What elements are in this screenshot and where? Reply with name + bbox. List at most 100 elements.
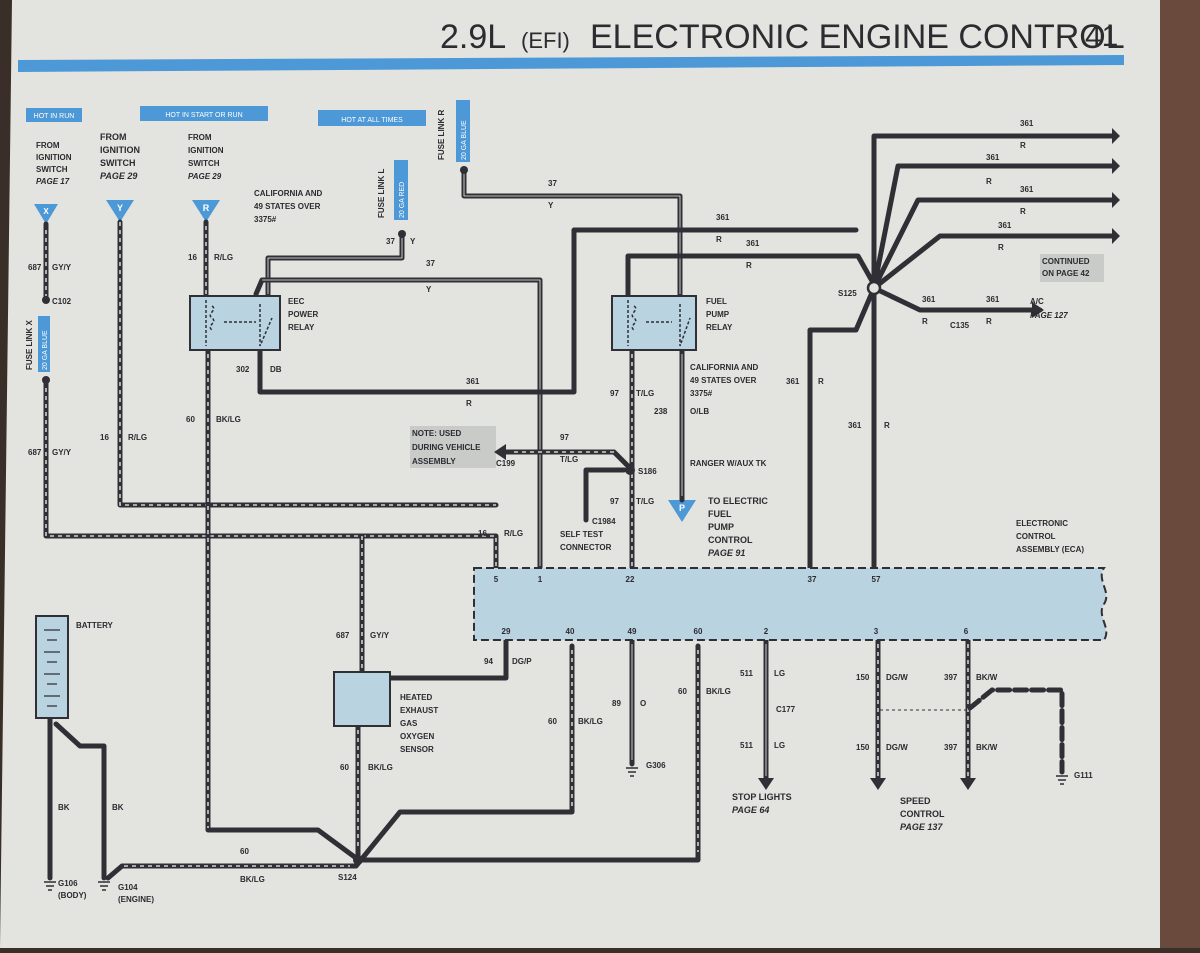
svg-text:361: 361 bbox=[922, 295, 936, 304]
svg-text:361: 361 bbox=[848, 421, 862, 430]
svg-text:OXYGEN: OXYGEN bbox=[400, 732, 434, 741]
hot-at-all-times-tag bbox=[318, 110, 426, 126]
svg-text:R: R bbox=[1020, 207, 1026, 216]
source-r-triangle bbox=[192, 200, 220, 222]
ac-page-label: PAGE 127 bbox=[1030, 311, 1068, 320]
svg-text:37: 37 bbox=[808, 575, 817, 584]
self-test-connector-label: SELF TEST CONNECTOR bbox=[560, 530, 612, 552]
svg-text:IGNITION: IGNITION bbox=[188, 146, 224, 155]
source-p-triangle bbox=[668, 500, 696, 522]
svg-text:GAS: GAS bbox=[400, 719, 418, 728]
svg-text:R/LG: R/LG bbox=[504, 529, 523, 538]
svg-text:16: 16 bbox=[100, 433, 109, 442]
svg-text:R: R bbox=[716, 235, 722, 244]
svg-text:361: 361 bbox=[1020, 185, 1034, 194]
note-used-line3: ASSEMBLY bbox=[412, 457, 456, 466]
svg-text:R: R bbox=[998, 243, 1004, 252]
svg-text:60: 60 bbox=[548, 717, 557, 726]
svg-text:R: R bbox=[884, 421, 890, 430]
svg-text:BK/LG: BK/LG bbox=[240, 875, 265, 884]
svg-text:511: 511 bbox=[740, 669, 753, 678]
svg-text:EXHAUST: EXHAUST bbox=[400, 706, 438, 715]
battery-label: BATTERY bbox=[76, 621, 114, 630]
svg-text:361: 361 bbox=[1020, 119, 1034, 128]
eca-module bbox=[473, 567, 1108, 641]
svg-text:DB: DB bbox=[270, 365, 282, 374]
svg-text:DG/W: DG/W bbox=[886, 673, 908, 682]
fuel-relay-label-1: FUEL bbox=[706, 297, 727, 306]
fuel-relay-coil bbox=[627, 300, 691, 347]
source-x-label: X bbox=[43, 207, 49, 216]
eca-label-1: ELECTRONIC bbox=[1016, 519, 1068, 528]
source-x-triangle bbox=[34, 204, 58, 224]
note-used-box bbox=[410, 426, 496, 468]
svg-text:S124: S124 bbox=[338, 873, 357, 882]
battery-cells bbox=[44, 629, 60, 707]
svg-text:R: R bbox=[1020, 141, 1026, 150]
svg-text:1: 1 bbox=[538, 575, 543, 584]
svg-text:LG: LG bbox=[774, 741, 785, 750]
svg-text:5: 5 bbox=[494, 575, 499, 584]
svg-text:361: 361 bbox=[786, 377, 800, 386]
svg-text:97: 97 bbox=[610, 497, 619, 506]
svg-text:Y: Y bbox=[426, 285, 432, 294]
eec-power-relay bbox=[189, 295, 281, 351]
svg-text:T/LG: T/LG bbox=[560, 455, 578, 464]
hot-in-run-label: HOT IN RUN bbox=[34, 113, 75, 120]
continued-note-line2: ON PAGE 42 bbox=[1042, 269, 1090, 278]
svg-text:150: 150 bbox=[856, 743, 870, 752]
svg-text:PUMP: PUMP bbox=[708, 522, 734, 532]
svg-text:16: 16 bbox=[478, 529, 487, 538]
source-y-triangle bbox=[106, 200, 134, 222]
fuse-link-l-ga-tag bbox=[394, 160, 408, 220]
fuel-pump-relay bbox=[611, 295, 697, 351]
eec-relay-coil bbox=[205, 300, 273, 347]
fuel-relay-label-2: PUMP bbox=[706, 310, 730, 319]
connector-labels: C102 C135 C177 C199 C1984 S124 S125 S186… bbox=[52, 289, 1093, 904]
to-fuel-pump-label: TO ELECTRIC FUEL PUMP CONTROL PAGE 91 bbox=[708, 496, 768, 558]
svg-text:397: 397 bbox=[944, 673, 958, 682]
svg-text:94: 94 bbox=[484, 657, 493, 666]
svg-text:GY/Y: GY/Y bbox=[370, 631, 390, 640]
svg-text:BK/LG: BK/LG bbox=[368, 763, 393, 772]
hot-in-run-tag bbox=[26, 108, 82, 122]
source-p-label: P bbox=[679, 503, 685, 513]
fuse-link-x-ga-tag bbox=[38, 316, 50, 372]
svg-text:C199: C199 bbox=[496, 459, 516, 468]
svg-text:361: 361 bbox=[466, 377, 480, 386]
svg-text:60: 60 bbox=[340, 763, 349, 772]
svg-text:89: 89 bbox=[612, 699, 621, 708]
svg-text:Y: Y bbox=[410, 237, 416, 246]
note-used-line2: DURING VEHICLE bbox=[412, 443, 481, 452]
svg-text:361: 361 bbox=[746, 239, 760, 248]
svg-text:CONTROL: CONTROL bbox=[708, 535, 753, 545]
fuse-link-r-ga: 20 GA BLUE bbox=[461, 120, 468, 160]
eca-pins-bottom: 29 40 49 60 2 3 6 bbox=[502, 627, 969, 636]
page-title: ELECTRONIC ENGINE CONTROL bbox=[590, 18, 1125, 56]
eca-pins-top: 5 1 22 37 57 bbox=[494, 575, 881, 584]
svg-text:R/LG: R/LG bbox=[128, 433, 147, 442]
svg-text:37: 37 bbox=[426, 259, 435, 268]
california-note-2: CALIFORNIA AND 49 STATES OVER 3375# bbox=[690, 363, 759, 398]
svg-text:HEATED: HEATED bbox=[400, 693, 433, 702]
svg-text:361: 361 bbox=[986, 295, 1000, 304]
svg-text:G306: G306 bbox=[646, 761, 666, 770]
ranger-note: RANGER W/AUX TK bbox=[690, 459, 767, 468]
fuse-link-l-ga: 20 GA RED bbox=[399, 182, 406, 218]
header-bar bbox=[18, 55, 1124, 72]
continued-note-line1: CONTINUED bbox=[1042, 257, 1090, 266]
page-number: 41 bbox=[1085, 20, 1118, 53]
svg-text:302: 302 bbox=[236, 365, 250, 374]
svg-text:60: 60 bbox=[240, 847, 249, 856]
svg-text:S125: S125 bbox=[838, 289, 857, 298]
svg-text:C135: C135 bbox=[950, 321, 970, 330]
svg-text:R: R bbox=[922, 317, 928, 326]
svg-text:57: 57 bbox=[872, 575, 881, 584]
svg-text:O/LB: O/LB bbox=[690, 407, 709, 416]
eca-label-2: CONTROL bbox=[1016, 532, 1056, 541]
eec-relay-label-1: EEC bbox=[288, 297, 305, 306]
svg-text:FROM: FROM bbox=[100, 132, 127, 142]
